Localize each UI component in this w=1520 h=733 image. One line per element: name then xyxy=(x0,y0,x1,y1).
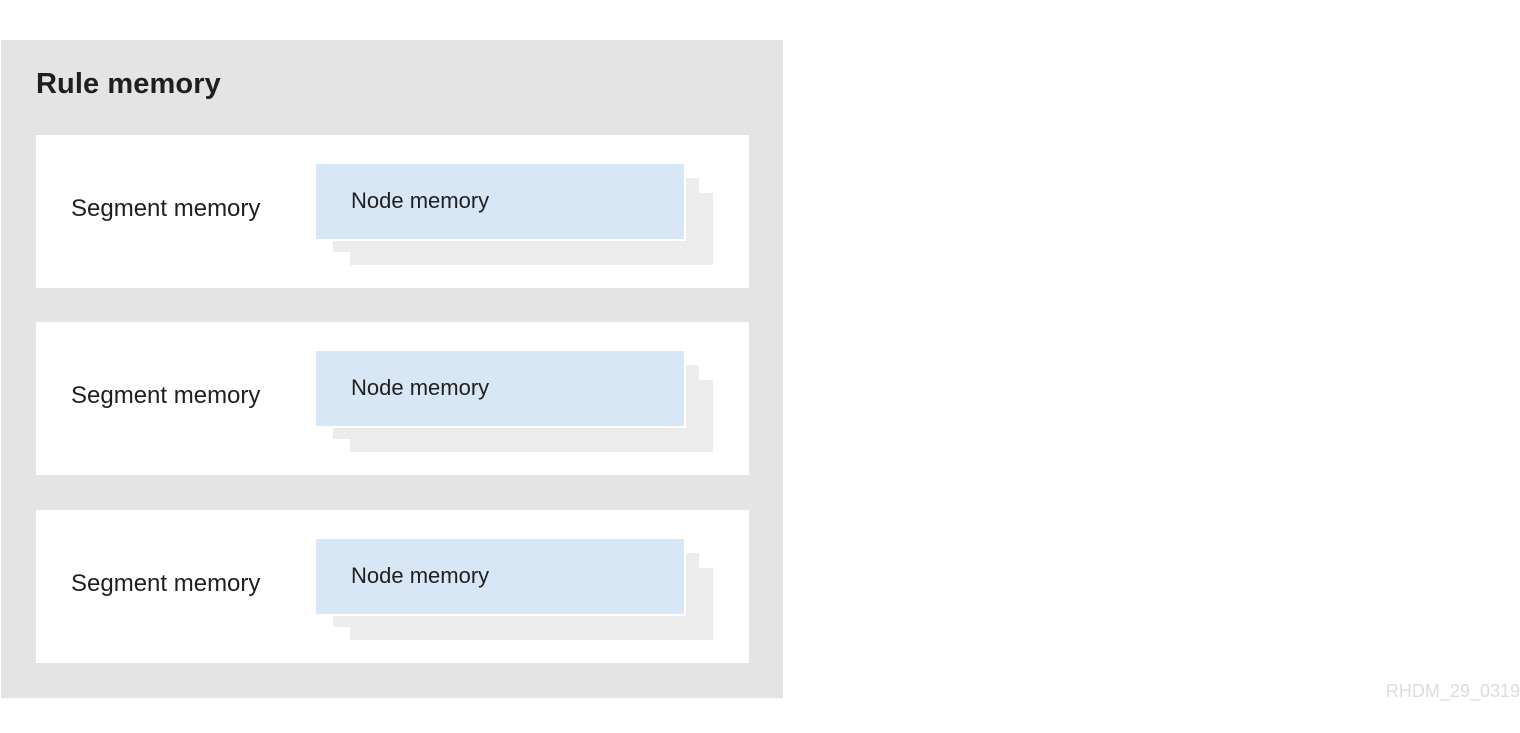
segment-memory-label: Segment memory xyxy=(71,570,261,597)
rule-memory-container: Rule memory Segment memory Node memory S… xyxy=(1,40,783,698)
figure-id-watermark: RHDM_29_0319 xyxy=(1385,681,1520,701)
node-memory-label: Node memory xyxy=(351,563,490,588)
node-memory-label: Node memory xyxy=(351,375,490,400)
segment-memory-label: Segment memory xyxy=(71,195,261,222)
node-memory-box: Node memory xyxy=(316,351,686,428)
segment-memory-box-3: Segment memory Node memory xyxy=(36,510,749,663)
node-memory-box: Node memory xyxy=(316,164,686,241)
rule-memory-title: Rule memory xyxy=(36,68,221,100)
segment-memory-box-2: Segment memory Node memory xyxy=(36,322,749,475)
node-memory-box: Node memory xyxy=(316,539,686,616)
segment-memory-label: Segment memory xyxy=(71,382,261,409)
segment-memory-box-1: Segment memory Node memory xyxy=(36,135,749,288)
node-memory-label: Node memory xyxy=(351,188,490,213)
